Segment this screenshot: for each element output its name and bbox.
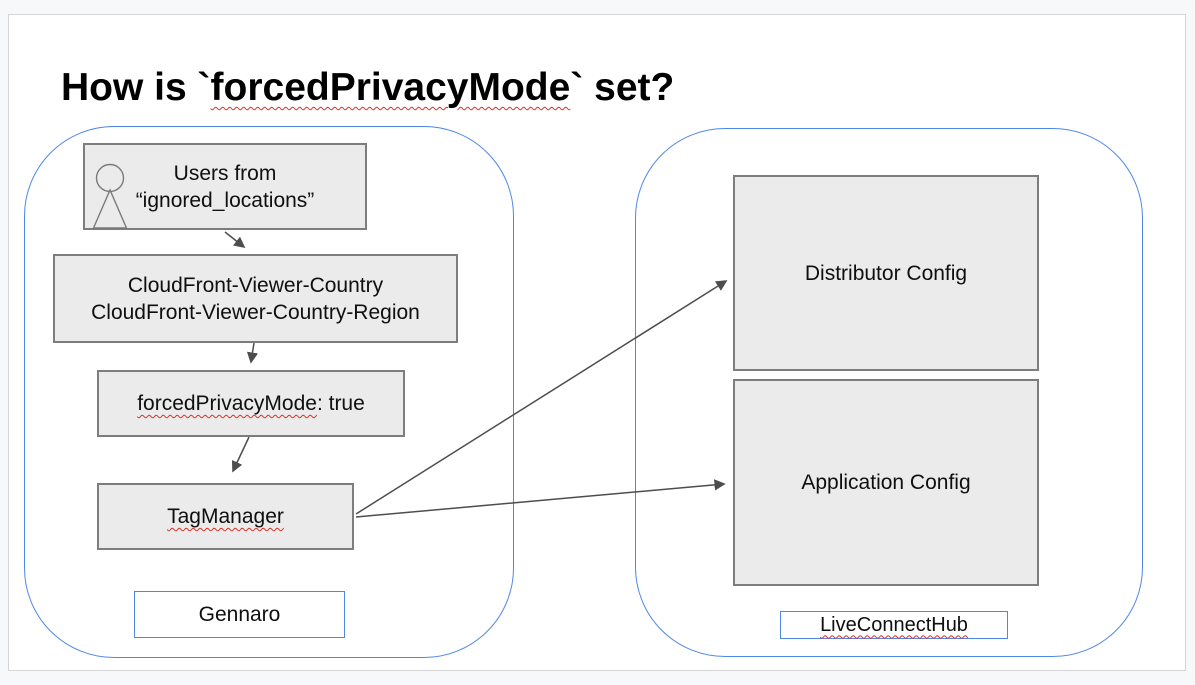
node-users-label-line2: “ignored_locations” (135, 188, 315, 212)
title-text-suffix: ` set? (570, 66, 675, 110)
liveconnecthub-label-text: LiveConnectHub (820, 613, 968, 636)
group-label-gennaro[interactable]: Gennaro (134, 591, 345, 638)
node-distributor-config-label: Distributor Config (804, 261, 968, 285)
node-tag-manager[interactable]: TagManager (97, 483, 354, 550)
node-distributor-config[interactable]: Distributor Config (733, 175, 1039, 371)
node-cloudfront-headers[interactable]: CloudFront-Viewer-Country CloudFront-Vie… (53, 254, 458, 343)
forced-privacy-value: : true (316, 392, 365, 415)
node-users-label-line1: Users from (173, 161, 277, 185)
node-cloudfront-label-line1: CloudFront-Viewer-Country (127, 273, 384, 297)
node-application-config[interactable]: Application Config (733, 379, 1039, 586)
title-text-prefix: How is ` (61, 66, 211, 110)
node-application-config-label: Application Config (801, 471, 971, 494)
node-users-from-ignored-locations[interactable]: Users from “ignored_locations” (83, 143, 367, 230)
group-label-liveconnecthub[interactable]: LiveConnectHub (780, 611, 1008, 639)
forced-privacy-key: forcedPrivacyMode (137, 392, 317, 415)
gennaro-label-text: Gennaro (198, 602, 281, 626)
title-code-term: forcedPrivacyMode (210, 66, 571, 110)
node-cloudfront-label-line2: CloudFront-Viewer-Country-Region (91, 300, 420, 324)
page-title: How is `forcedPrivacyMode` set? (61, 66, 674, 110)
node-forced-privacy-mode[interactable]: forcedPrivacyMode: true (97, 370, 405, 437)
node-forced-privacy-label: forcedPrivacyMode: true (137, 390, 365, 417)
node-tag-manager-label: TagManager (167, 505, 284, 528)
person-icon (92, 163, 128, 229)
